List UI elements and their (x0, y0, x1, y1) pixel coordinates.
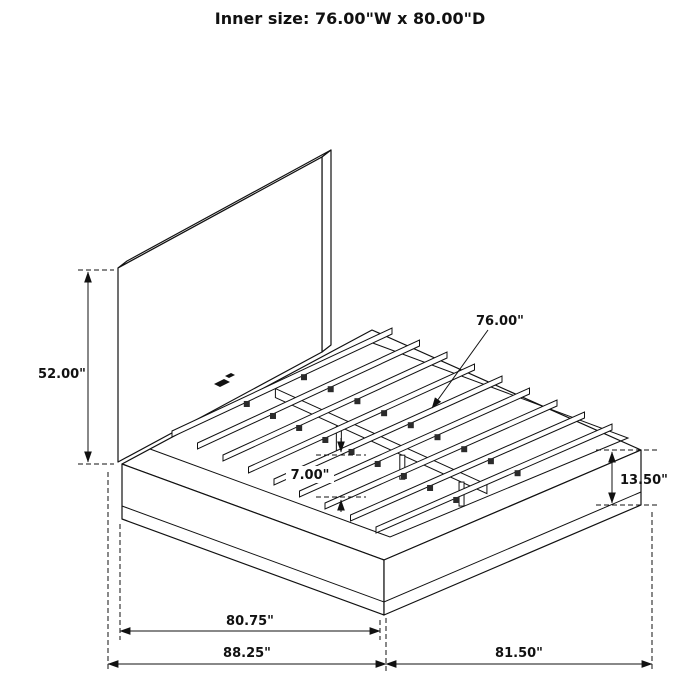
dim-inner-depth-label: 80.75" (226, 614, 274, 629)
dim-overall-depth-label: 81.50" (495, 646, 543, 661)
headboard (117, 149, 332, 463)
page-title: Inner size: 76.00"W x 80.00"D (215, 9, 485, 28)
dim-base-height: 13.50" (596, 449, 668, 506)
dim-slat-height: 7.00" (286, 438, 366, 512)
hardware-bracket-icon (214, 373, 235, 387)
dim-inner-width-label: 76.00" (476, 314, 524, 329)
dim-inner-depth: 80.75" (119, 524, 381, 640)
dim-overall-width-label: 88.25" (223, 646, 271, 661)
dim-slat-height-label: 7.00" (291, 468, 330, 483)
dim-headboard-height-label: 52.00" (38, 367, 86, 382)
rail-inner-rim (149, 341, 630, 538)
dim-inner-width: 76.00" (431, 314, 524, 409)
dim-overall-depth: 81.50" (385, 512, 653, 672)
rail-inner-edge (149, 341, 630, 538)
headboard-side-face (321, 149, 332, 353)
base-seam-line (121, 491, 642, 603)
dim-headboard-height: 52.00" (38, 269, 114, 465)
headboard-front-face (117, 156, 323, 463)
dim-overall-width: 88.25" (107, 472, 387, 672)
dim-base-height-label: 13.50" (620, 473, 668, 488)
bed-slats (171, 327, 613, 534)
